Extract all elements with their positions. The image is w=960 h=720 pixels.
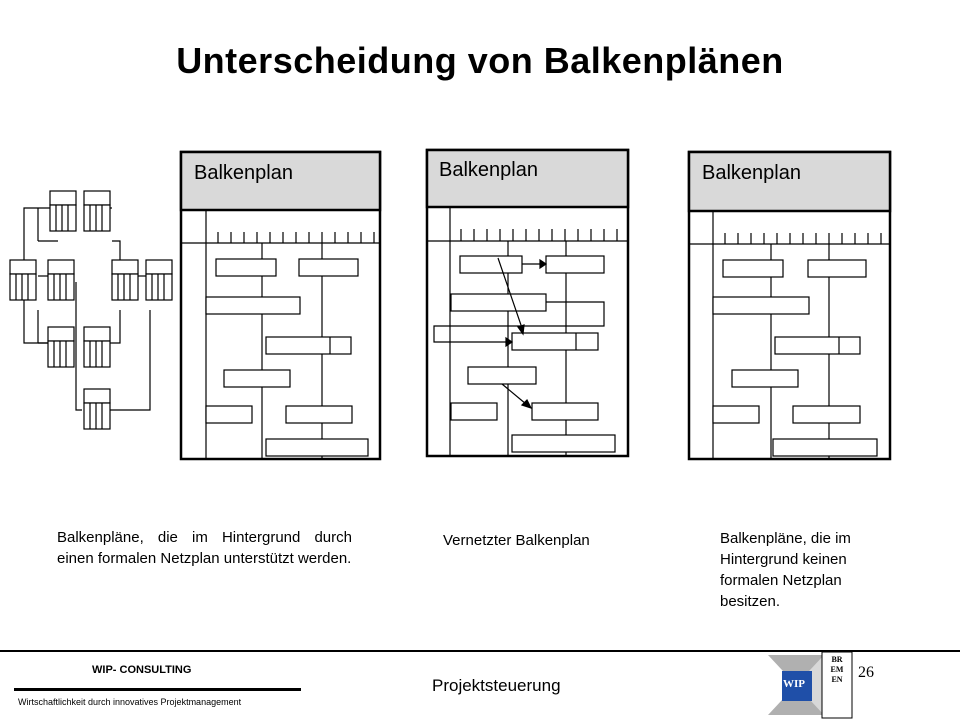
panel-3-caption-line: besitzen. bbox=[720, 593, 781, 610]
logo-bremen-text: BREMEN bbox=[830, 655, 844, 684]
logo-wip-text: WIP bbox=[783, 678, 805, 690]
net-node bbox=[83, 190, 111, 232]
footer-rule bbox=[14, 688, 301, 691]
wip-bremen-logo bbox=[768, 651, 853, 719]
net-node bbox=[83, 326, 111, 368]
panel-3-header: Balkenplan bbox=[702, 162, 801, 184]
panel-3-caption: Balkenpläne, die im Hintergrund keinen f… bbox=[720, 528, 900, 612]
net-node bbox=[9, 259, 37, 301]
panel-3-caption-line: Hintergrund keinen bbox=[720, 551, 847, 568]
panel-1-caption: Balkenpläne, die im Hintergrund durch ei… bbox=[57, 529, 352, 567]
footer-tagline: Wirtschaftlichkeit durch innovatives Pro… bbox=[18, 697, 242, 707]
page-number: 26 bbox=[858, 664, 874, 681]
network-plan bbox=[23, 207, 151, 411]
net-node bbox=[145, 259, 173, 301]
panel-1-header: Balkenplan bbox=[194, 162, 293, 184]
net-node bbox=[83, 388, 111, 430]
footer-topic: Projektsteuerung bbox=[432, 676, 561, 695]
panel-2-header: Balkenplan bbox=[439, 159, 538, 181]
net-node bbox=[47, 326, 75, 368]
net-node bbox=[49, 190, 77, 232]
panel-3-caption-line: Balkenpläne, die im bbox=[720, 530, 851, 547]
net-node bbox=[47, 259, 75, 301]
network-nodes bbox=[9, 190, 173, 430]
panel-2-caption: Vernetzter Balkenplan bbox=[443, 532, 590, 549]
slide-title: Unterscheidung von Balkenplänen bbox=[176, 40, 784, 81]
footer-consulting: WIP- CONSULTING bbox=[92, 664, 192, 676]
net-node bbox=[111, 259, 139, 301]
panel-3-caption-line: formalen Netzplan bbox=[720, 572, 842, 589]
panel-1 bbox=[179, 150, 382, 461]
panel-3 bbox=[687, 150, 892, 461]
panel-2 bbox=[425, 148, 630, 458]
footer-divider bbox=[0, 650, 960, 652]
